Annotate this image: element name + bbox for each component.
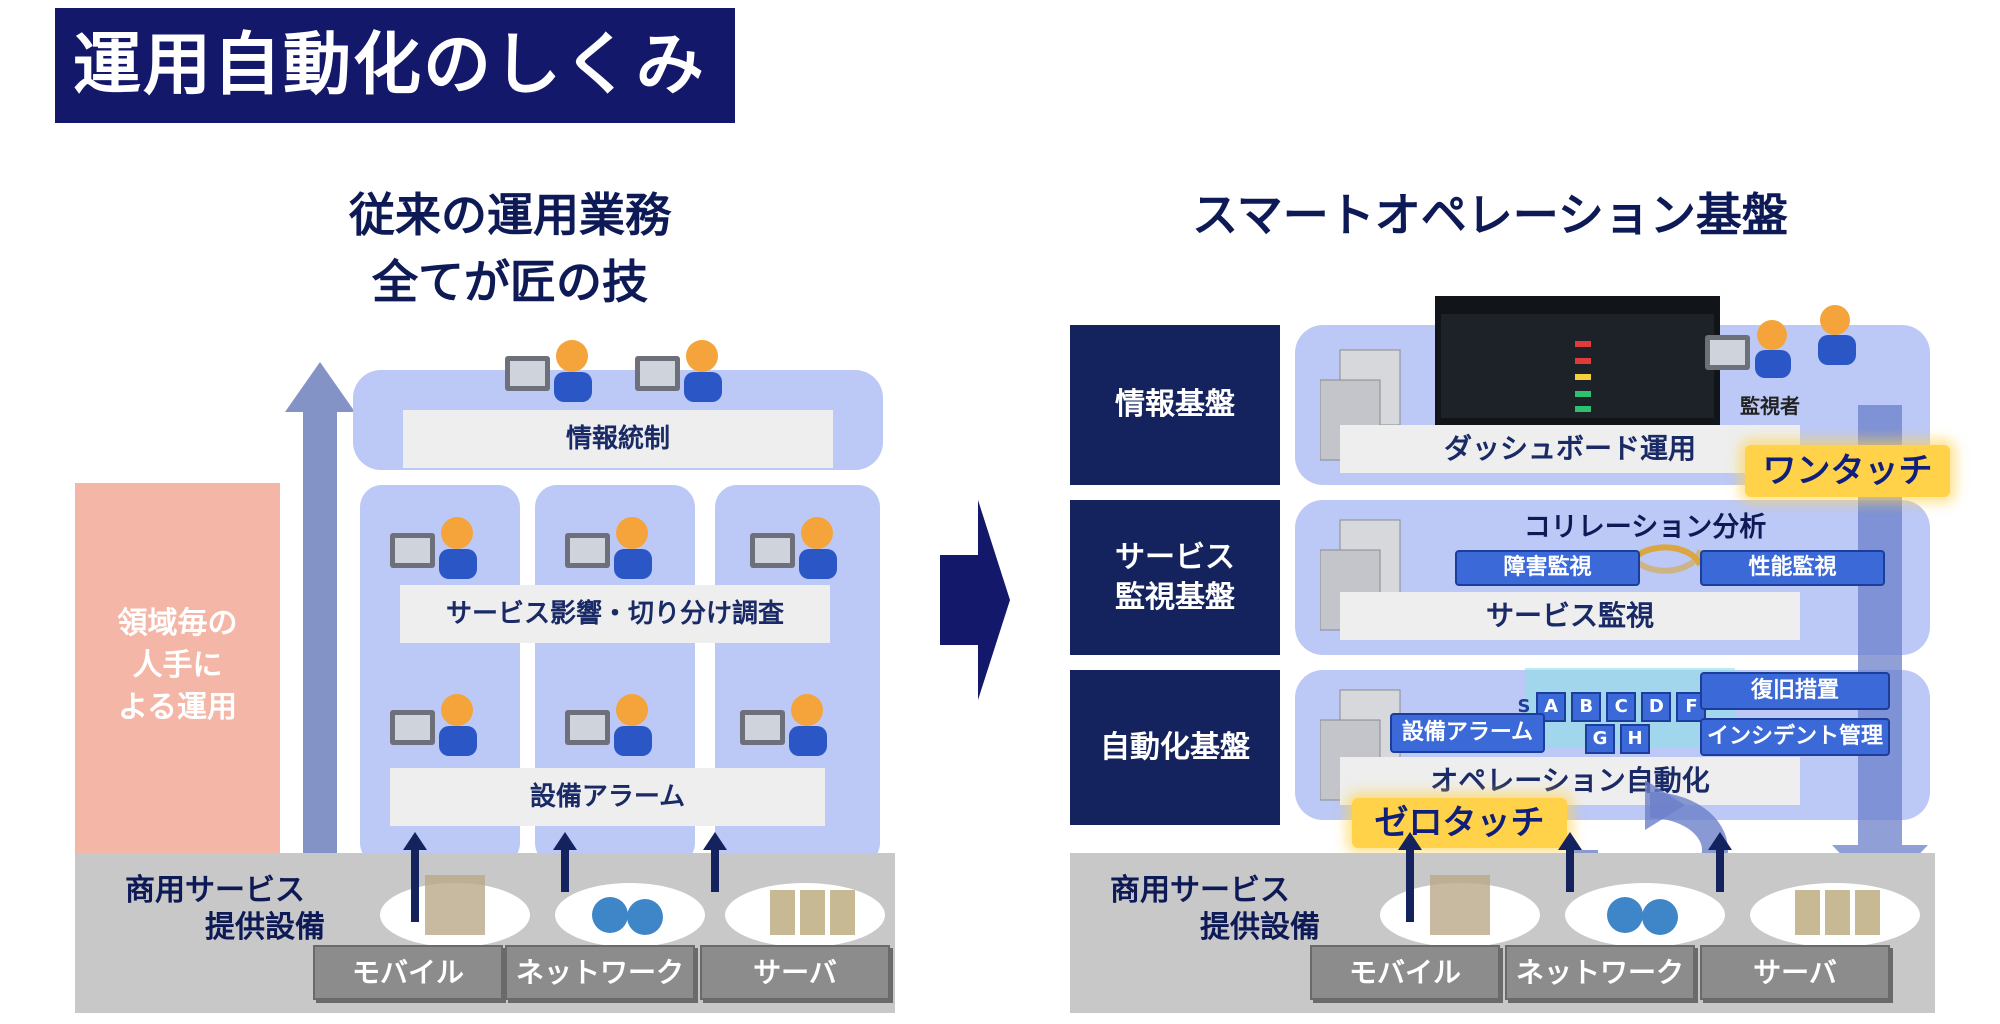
operation-automation-label: オペレーション自動化 (1340, 757, 1800, 805)
equipment-alarm-tag: 設備アラーム (1390, 713, 1545, 753)
service-platform-label: サービス 監視基盤 (1070, 500, 1280, 655)
recovery-action-tag: 復旧措置 (1700, 672, 1890, 710)
workflow-step: G (1585, 724, 1615, 754)
cloud-icon (380, 875, 885, 947)
equipment-alarm-label-left: 設備アラーム (390, 768, 825, 826)
service-monitor-label: サービス監視 (1340, 592, 1800, 640)
operator-icon (740, 694, 827, 756)
upward-arrow-icon (285, 362, 355, 862)
downward-arrow-icon (1832, 405, 1928, 895)
service-impact-label: サービス影響・切り分け調査 (400, 585, 830, 643)
workflow-step: D (1641, 692, 1672, 722)
incident-management-tag: インシデント管理 (1700, 718, 1890, 756)
workflow-steps-bottom: G H (1585, 724, 1665, 754)
commercial-label-line1-right: 商用サービス (1110, 873, 1290, 908)
workflow-step: C (1606, 692, 1637, 722)
operator-icon (1705, 305, 1856, 378)
page-title: 運用自動化のしくみ (55, 8, 735, 123)
right-heading: スマートオペレーション基盤 (1192, 188, 1788, 242)
manual-operations-label: 領域毎の 人手に よる運用 (75, 483, 280, 853)
commercial-label-line2-right: 提供設備 (1200, 910, 1320, 945)
operator-icon (750, 517, 837, 579)
commercial-label-line2: 提供設備 (205, 910, 325, 945)
auto-platform-label: 自動化基盤 (1070, 670, 1280, 825)
operator-icon (635, 340, 722, 402)
domain-box-server-right: サーバ (1700, 945, 1890, 1000)
domain-box-server: サーバ (700, 945, 890, 1000)
left-heading-line2: 全てが匠の技 (372, 255, 648, 309)
workflow-step: S (1517, 696, 1531, 717)
dashboard-operation-label: ダッシュボード運用 (1340, 425, 1800, 473)
info-control-label: 情報統制 (403, 410, 833, 468)
one-touch-badge: ワンタッチ (1745, 445, 1950, 497)
operator-icon (565, 517, 652, 579)
fault-monitor-tag: 障害監視 (1455, 550, 1640, 586)
workflow-step: B (1571, 692, 1602, 722)
workflow-step: H (1620, 724, 1651, 754)
facility-arrows-left (403, 832, 727, 922)
monitor-person-label: 監視者 (1740, 394, 1800, 418)
dashboard-screen (1435, 296, 1720, 426)
correlation-analysis-label: コリレーション分析 (1523, 512, 1767, 543)
commercial-label-line1: 商用サービス (125, 873, 305, 908)
operator-icon (390, 694, 477, 756)
arrow-right-icon (940, 500, 1010, 700)
domain-box-network: ネットワーク (505, 945, 695, 1000)
server-icon (1320, 519, 1401, 631)
domain-box-mobile-right: モバイル (1310, 945, 1500, 1000)
workflow-steps-top: S A B C D F (1517, 692, 1747, 724)
domain-box-network-right: ネットワーク (1505, 945, 1695, 1000)
facility-arrows-right (1398, 832, 1732, 922)
left-heading-line1: 従来の運用業務 (349, 188, 671, 242)
performance-monitor-tag: 性能監視 (1700, 550, 1885, 586)
operator-icon (390, 517, 477, 579)
info-platform-label: 情報基盤 (1070, 325, 1280, 485)
domain-box-mobile: モバイル (313, 945, 503, 1000)
operator-icon (565, 694, 652, 756)
zero-touch-badge: ゼロタッチ (1352, 798, 1567, 848)
operator-icon (505, 340, 592, 402)
cloud-icon (1380, 875, 1920, 947)
